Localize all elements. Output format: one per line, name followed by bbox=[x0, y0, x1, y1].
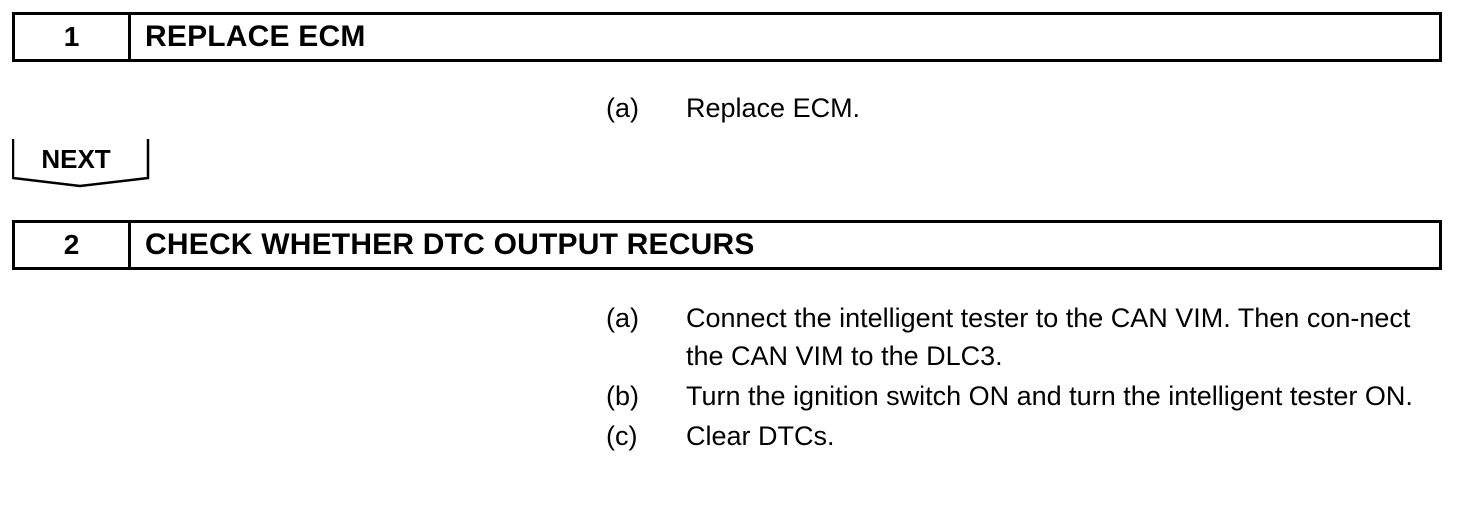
next-arrow-icon bbox=[12, 139, 150, 188]
list-item: (c) Clear DTCs. bbox=[606, 417, 1451, 455]
instruction-letter: (c) bbox=[606, 421, 638, 451]
instruction-text: Clear DTCs. bbox=[686, 421, 835, 451]
step-2-title: CHECK WHETHER DTC OUTPUT RECURS bbox=[145, 228, 755, 261]
step-2-header: 2 CHECK WHETHER DTC OUTPUT RECURS bbox=[12, 220, 1442, 270]
list-item: (a) Replace ECM. bbox=[606, 89, 1451, 127]
step-1-header: 1 REPLACE ECM bbox=[12, 12, 1442, 62]
instruction-letter: (a) bbox=[606, 93, 639, 123]
instruction-text: Replace ECM. bbox=[686, 93, 861, 123]
next-button[interactable]: NEXT bbox=[12, 138, 150, 188]
step-2-instructions: (a) Connect the intelligent tester to th… bbox=[606, 299, 1451, 457]
instruction-text: Turn the ignition switch ON and turn the… bbox=[686, 381, 1413, 411]
step-1-number: 1 bbox=[15, 15, 131, 59]
step-2-number: 2 bbox=[15, 223, 131, 267]
instruction-letter: (a) bbox=[606, 303, 639, 333]
instruction-text: Connect the intelligent tester to the CA… bbox=[686, 303, 1411, 371]
step-1-instructions: (a) Replace ECM. bbox=[606, 89, 1451, 129]
next-button-label: NEXT bbox=[41, 144, 111, 174]
list-item: (a) Connect the intelligent tester to th… bbox=[606, 299, 1451, 375]
step-1-title: REPLACE ECM bbox=[145, 20, 366, 53]
list-item: (b) Turn the ignition switch ON and turn… bbox=[606, 377, 1451, 415]
instruction-letter: (b) bbox=[606, 381, 639, 411]
